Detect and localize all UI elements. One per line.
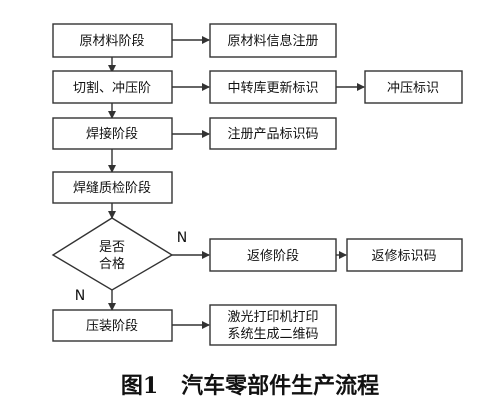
node-label-line2: 系统生成二维码 <box>227 327 318 342</box>
node-label: 原材料信息注册 <box>227 33 318 49</box>
node-label: 冲压标识 <box>387 81 439 96</box>
decision-label-line2: 合格 <box>99 256 125 272</box>
node-label: 原材料阶段 <box>79 34 144 49</box>
node-label-line1: 激光打印机打印 <box>227 310 318 325</box>
connectors <box>108 36 365 329</box>
node-stamp-mark: 冲压标识 <box>364 70 463 104</box>
node-label: 注册产品标识码 <box>227 127 318 142</box>
node-label: 中转库更新标识 <box>227 80 318 96</box>
node-register-product-code: 注册产品标识码 <box>209 117 337 150</box>
node-laser-print: 激光打印机打印 系统生成二维码 <box>209 304 337 346</box>
decision-qualified: 是否 合格 <box>51 217 174 291</box>
node-repair-stage: 返修阶段 <box>209 238 337 272</box>
node-label: 返修标识码 <box>371 249 436 264</box>
node-raw-material-stage: 原材料阶段 <box>52 23 173 58</box>
node-label: 焊接阶段 <box>86 126 138 142</box>
node-label: 焊缝质检阶段 <box>73 180 151 196</box>
node-weld-stage: 焊接阶段 <box>52 117 173 150</box>
node-label: 压装阶段 <box>86 319 138 334</box>
edge-label-no-right: N <box>177 230 187 246</box>
decision-label-line1: 是否 <box>99 240 125 255</box>
edge-label-no-down: N <box>75 288 85 304</box>
node-raw-material-register: 原材料信息注册 <box>209 23 337 58</box>
node-label: 切割、冲压阶 <box>73 80 151 96</box>
node-cut-stamp-stage: 切割、冲压阶 <box>52 70 173 104</box>
node-repair-code: 返修标识码 <box>346 238 463 272</box>
node-weld-inspect-stage: 焊缝质检阶段 <box>52 171 173 204</box>
node-transfer-update: 中转库更新标识 <box>209 70 337 104</box>
node-press-stage: 压装阶段 <box>52 309 173 342</box>
node-label: 返修阶段 <box>247 249 299 264</box>
figure-caption: 图1 汽车零部件生产流程 <box>121 373 379 399</box>
